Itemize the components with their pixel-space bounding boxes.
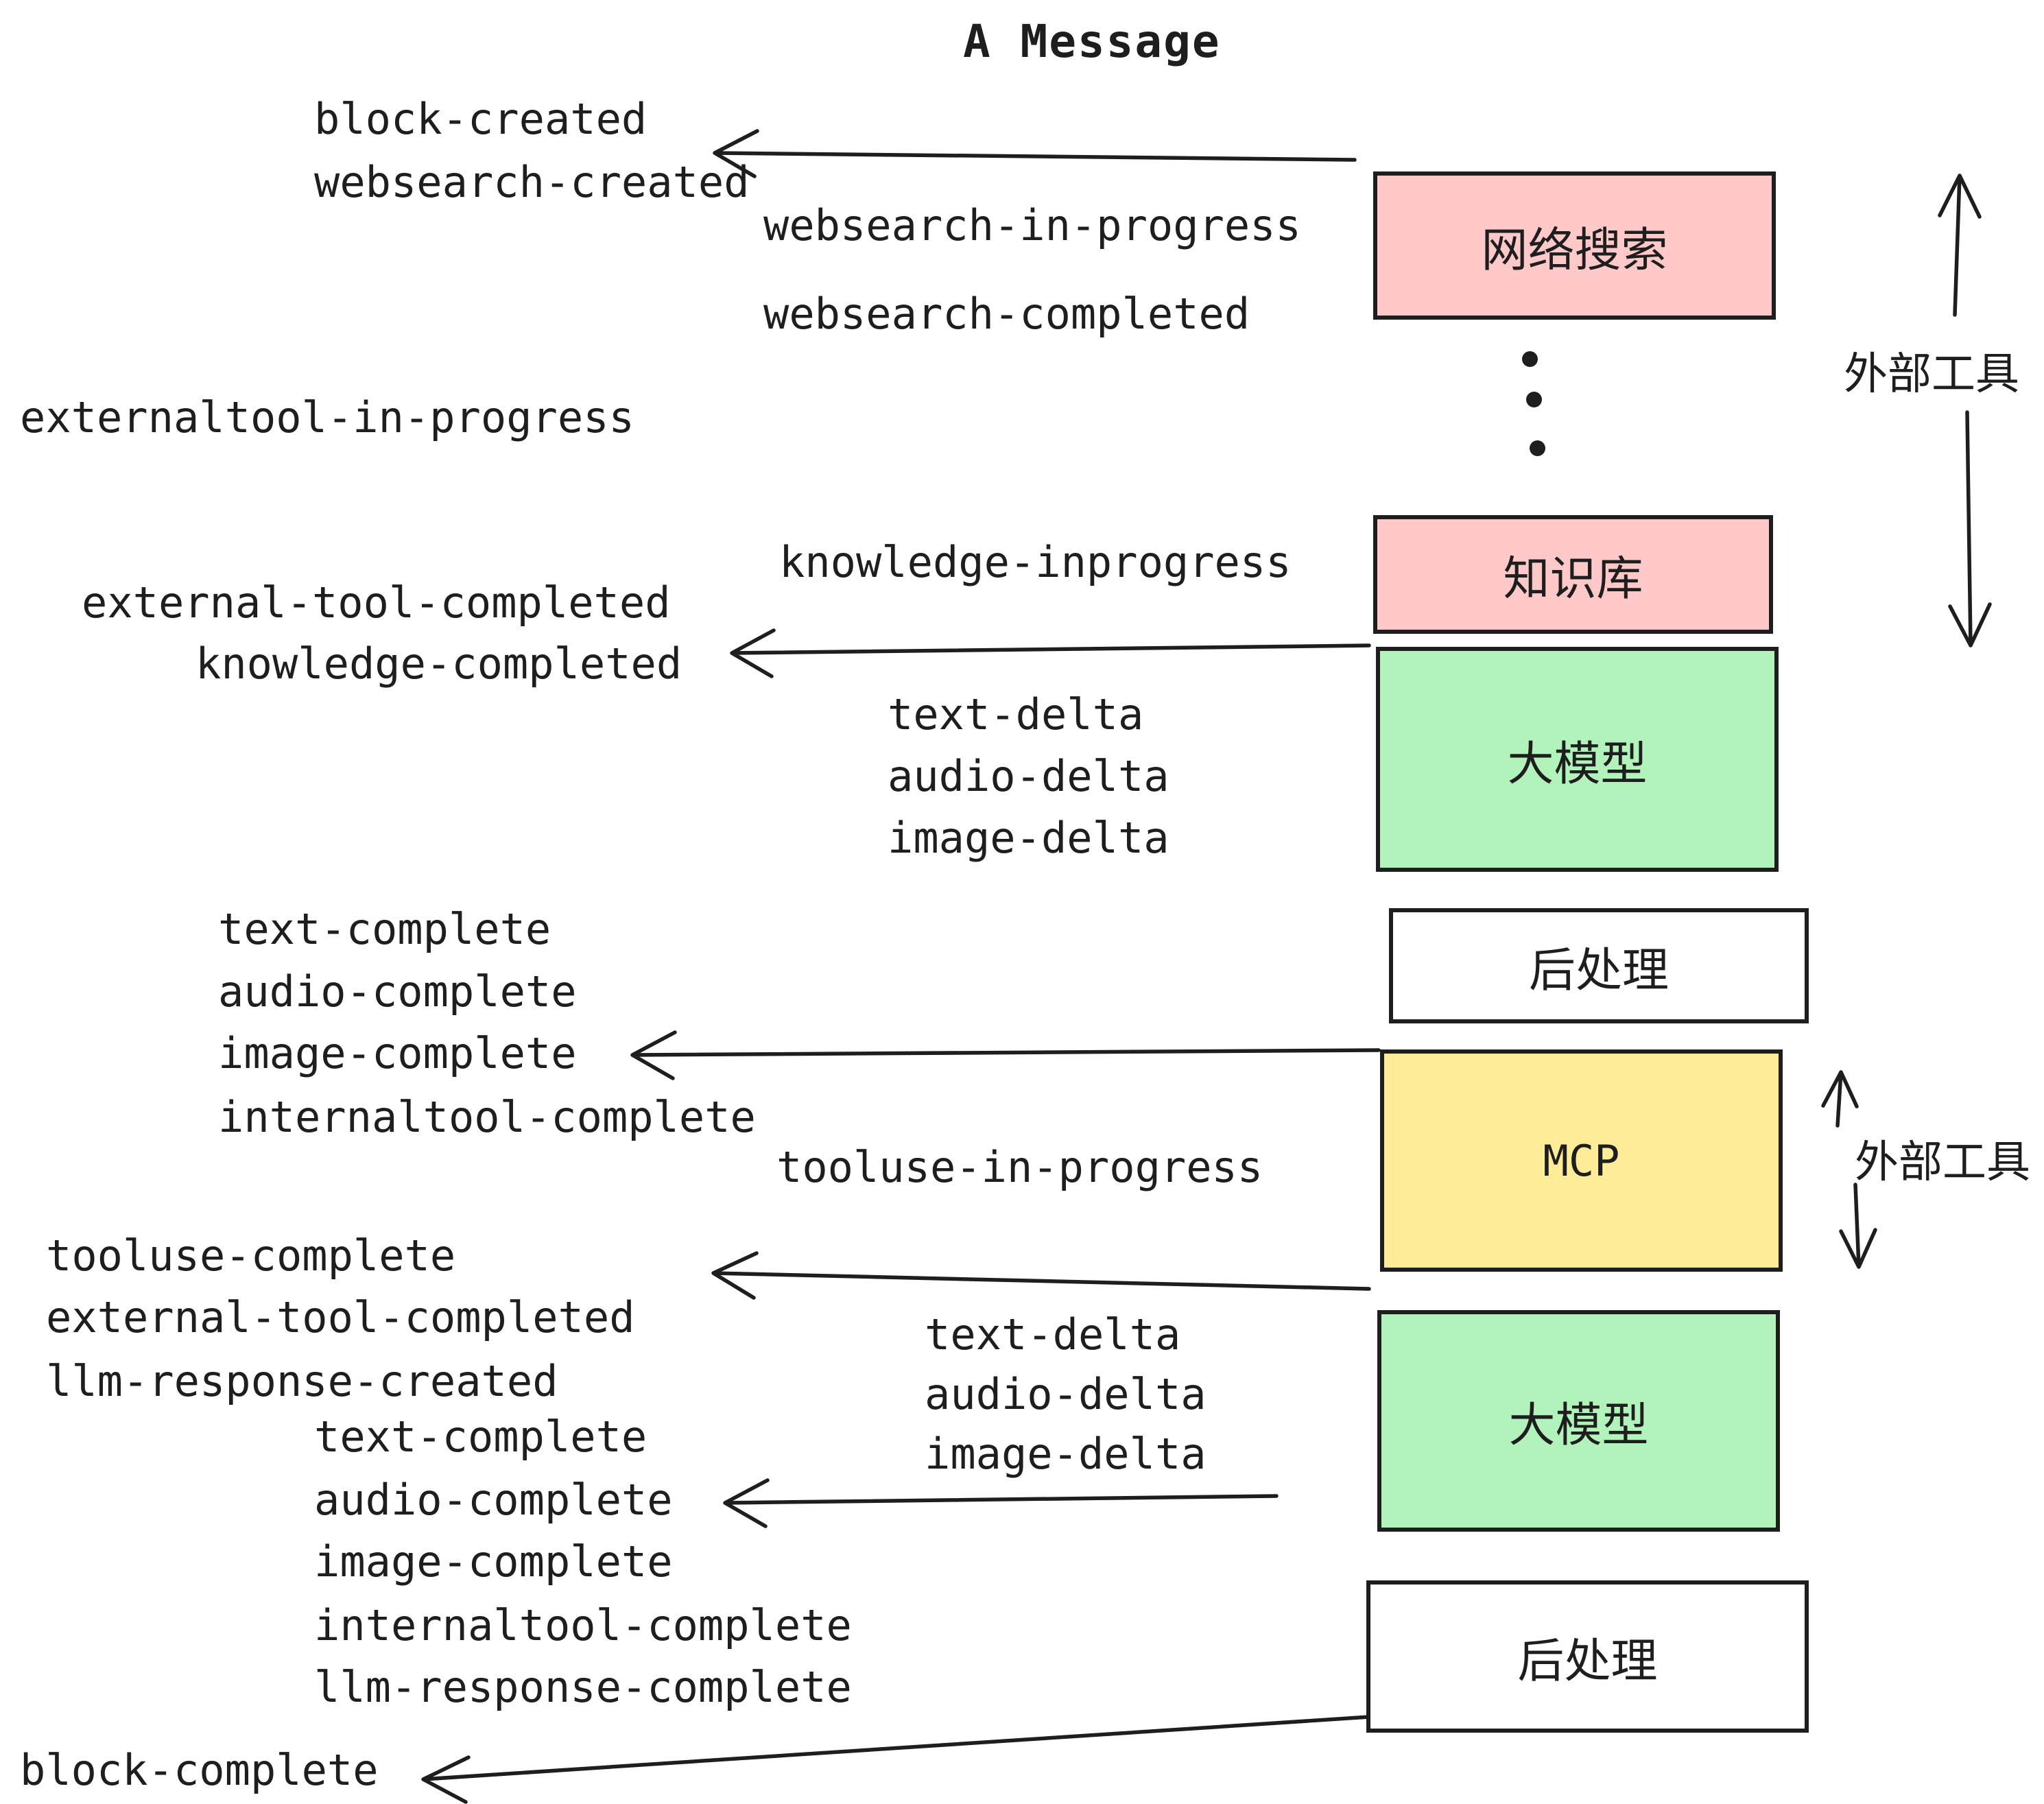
event-label-audio-complete: audio-complete	[314, 1475, 673, 1525]
event-label-external-tool-completed: external-tool-completed	[82, 578, 671, 628]
ellipsis-dot	[1526, 392, 1542, 407]
arrow-mcp-external-down	[1839, 1183, 1877, 1269]
ellipsis-dot	[1530, 440, 1545, 456]
postprocess-box-bottom: 后处理	[1366, 1580, 1809, 1733]
llm-box-label: 大模型	[1508, 1399, 1649, 1453]
event-label-internaltool-complete: internaltool-complete	[314, 1600, 852, 1650]
event-label-text-complete: text-complete	[218, 904, 551, 954]
mcp-box: MCP	[1380, 1049, 1783, 1272]
diagram-title: A Message	[963, 15, 1221, 68]
llm-box-bottom: 大模型	[1377, 1310, 1780, 1532]
event-label-audio-delta: audio-delta	[925, 1369, 1207, 1419]
event-label-internaltool-complete: internaltool-complete	[218, 1092, 756, 1142]
event-label-audio-complete: audio-complete	[218, 966, 577, 1017]
event-label-websearch-in-progress: websearch-in-progress	[763, 200, 1301, 250]
arrow-to-audio-complete	[723, 1478, 1279, 1528]
external-tools-label-mcp: 外部工具	[1855, 1137, 2030, 1188]
arrow-to-image-complete	[630, 1030, 1381, 1080]
event-label-audio-delta: audio-delta	[888, 751, 1169, 801]
arrow-external-tools-down	[1948, 410, 1992, 648]
event-label-llm-response-created: llm-response-created	[46, 1356, 558, 1406]
event-label-image-delta: image-delta	[925, 1429, 1207, 1479]
event-label-externaltool-in-progress: externaltool-in-progress	[20, 392, 634, 442]
arrow-to-block-complete	[421, 1715, 1371, 1804]
event-label-tooluse-in-progress: tooluse-in-progress	[776, 1142, 1263, 1192]
llm-box-top: 大模型	[1376, 647, 1779, 872]
event-label-image-delta: image-delta	[888, 813, 1169, 863]
mcp-box-label: MCP	[1543, 1135, 1620, 1186]
event-label-text-complete: text-complete	[314, 1412, 647, 1462]
postprocess-box-top: 后处理	[1389, 908, 1809, 1023]
event-label-knowledge-completed: knowledge-completed	[195, 639, 682, 689]
event-label-tooluse-complete: tooluse-complete	[46, 1231, 456, 1281]
event-label-external-tool-completed: external-tool-completed	[46, 1292, 635, 1342]
knowledge-base-box-label: 知识库	[1503, 552, 1643, 606]
event-label-text-delta: text-delta	[925, 1309, 1181, 1360]
event-label-websearch-completed: websearch-completed	[763, 289, 1250, 339]
arrow-mcp-external-up	[1821, 1070, 1859, 1128]
event-label-websearch-created: websearch-created	[314, 157, 750, 207]
knowledge-base-box: 知识库	[1373, 515, 1773, 634]
event-label-image-complete: image-complete	[314, 1536, 673, 1587]
event-label-image-complete: image-complete	[218, 1028, 577, 1078]
websearch-box-label: 网络搜索	[1481, 223, 1668, 278]
llm-box-label: 大模型	[1507, 737, 1648, 792]
postprocess-box-label: 后处理	[1528, 943, 1669, 998]
postprocess-box-label: 后处理	[1517, 1634, 1658, 1689]
event-label-text-delta: text-delta	[888, 689, 1144, 739]
ellipsis-dot	[1522, 351, 1538, 367]
websearch-box: 网络搜索	[1373, 171, 1776, 320]
arrow-external-tools-up	[1938, 174, 1982, 317]
arrow-to-knowledge-completed	[730, 628, 1371, 678]
event-label-block-created: block-created	[314, 94, 647, 144]
external-tools-label-top: 外部工具	[1844, 349, 2019, 400]
event-label-llm-response-complete: llm-response-complete	[314, 1662, 852, 1712]
arrow-to-websearch-created	[713, 129, 1357, 178]
event-label-block-complete: block-complete	[20, 1745, 379, 1795]
event-label-knowledge-inprogress: knowledge-inprogress	[779, 537, 1292, 587]
arrow-to-tooluse-complete	[711, 1251, 1371, 1300]
